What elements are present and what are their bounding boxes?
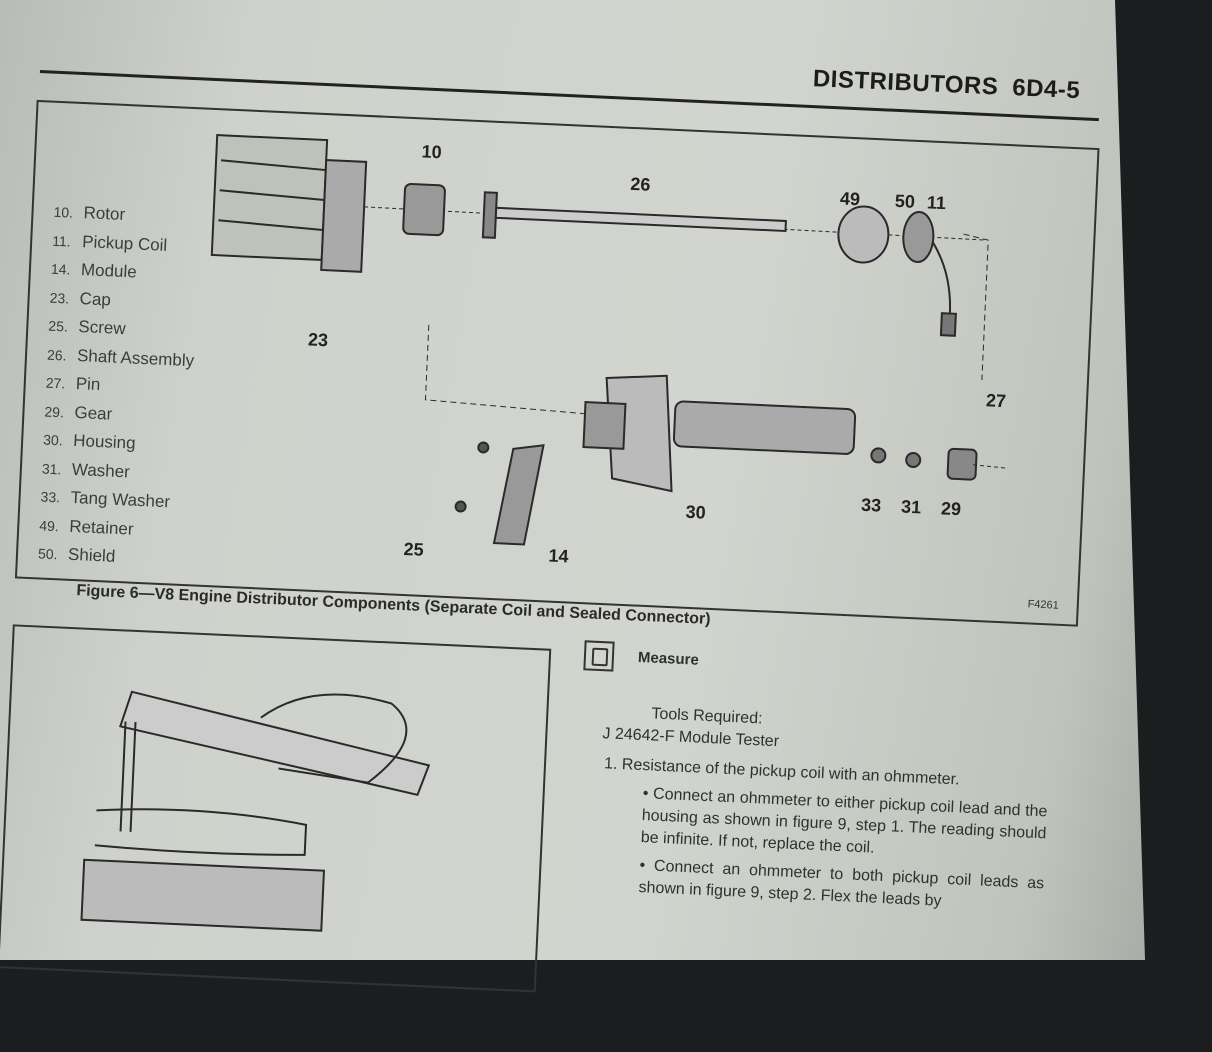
pickup-coil-drawing [902, 211, 957, 337]
figure-code: F4261 [1027, 598, 1060, 612]
callout-10: 10 [421, 141, 443, 163]
rotor-drawing [402, 182, 446, 237]
module-drawing [492, 444, 545, 546]
figure-9-illustration [0, 624, 552, 993]
measure-icon [583, 640, 615, 672]
exploded-view-drawing [210, 134, 1008, 546]
callout-23: 23 [307, 329, 329, 351]
hands-tool-drawing [80, 690, 431, 932]
bullet-1: • Connect an ohmmeter to either pickup c… [640, 785, 1048, 857]
callout-25: 25 [403, 538, 425, 560]
callout-33: 33 [860, 494, 882, 516]
callout-27: 27 [985, 390, 1007, 412]
shaft-drawing [481, 191, 787, 239]
callout-11: 11 [926, 192, 947, 214]
measure-section: Measure Tools Required: J 24642-F Module… [573, 640, 1054, 917]
callout-29: 29 [940, 498, 962, 520]
page-number: 6D4-5 [1011, 74, 1081, 105]
manual-page [0, 0, 1145, 960]
callout-31: 31 [900, 496, 922, 518]
page-header: DISTRIBUTORS 6D4-5 [798, 64, 1080, 105]
section-title: DISTRIBUTORS [812, 65, 999, 101]
figure-6: 10.Rotor 11.Pickup Coil 14.Module 23.Cap… [14, 99, 1100, 627]
callout-30: 30 [685, 501, 707, 523]
callout-26: 26 [629, 173, 651, 195]
measure-heading: Measure [637, 648, 700, 669]
housing-drawing [582, 374, 857, 493]
callout-14: 14 [548, 545, 569, 567]
callout-49: 49 [839, 188, 861, 210]
shield-drawing [837, 205, 890, 264]
callout-50: 50 [894, 190, 916, 212]
cap-drawing [210, 134, 368, 273]
